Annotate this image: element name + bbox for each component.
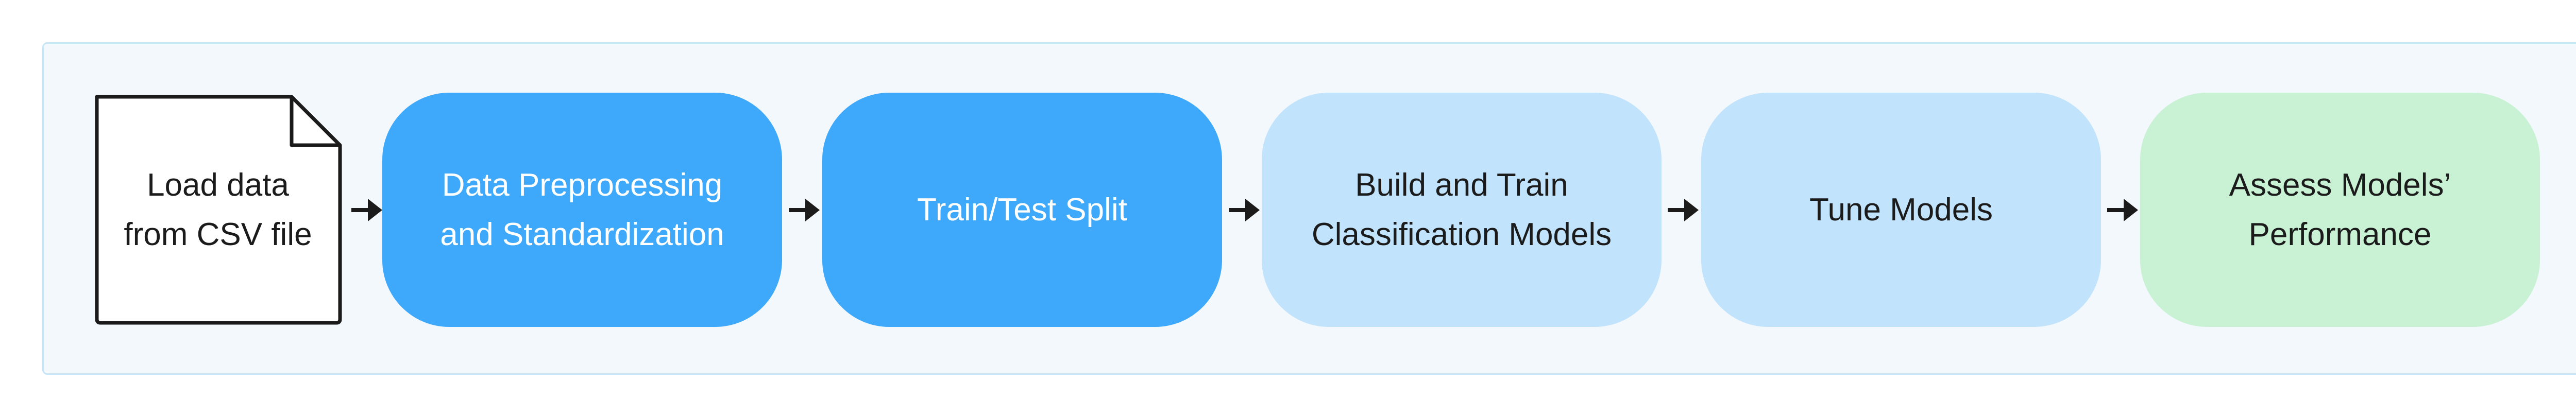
step-assess-performance: Assess Models’ Performance <box>2140 93 2540 327</box>
step-train-test-split: Train/Test Split <box>822 93 1222 327</box>
step-build-train-models-line1: Build and Train <box>1355 167 1568 203</box>
arrow-right-icon <box>789 199 820 221</box>
step-train-test-split-label: Train/Test Split <box>917 192 1127 228</box>
arrow-right-icon <box>2107 199 2138 221</box>
step-build-train-models: Build and Train Classification Models <box>1262 93 1662 327</box>
step-data-preprocessing: Data Preprocessing and Standardization <box>382 93 782 327</box>
document-icon <box>95 95 342 325</box>
step-tune-models-label: Tune Models <box>1809 192 1993 228</box>
step-build-train-models-line2: Classification Models <box>1311 216 1612 252</box>
step-tune-models: Tune Models <box>1701 93 2101 327</box>
step-load-data-line2: from CSV file <box>124 216 312 252</box>
step-data-preprocessing-line1: Data Preprocessing <box>442 167 723 203</box>
arrow-right-icon <box>351 199 382 221</box>
step-load-data-document: Load data from CSV file <box>92 93 344 327</box>
arrow-right-icon <box>1229 199 1260 221</box>
step-data-preprocessing-line2: and Standardization <box>440 216 724 252</box>
step-assess-performance-line1: Assess Models’ <box>2229 167 2451 203</box>
step-assess-performance-line2: Performance <box>2248 216 2432 252</box>
step-load-data-line1: Load data <box>147 167 289 203</box>
step-load-data-label: Load data from CSV file <box>92 93 344 327</box>
arrow-right-icon <box>1668 199 1699 221</box>
